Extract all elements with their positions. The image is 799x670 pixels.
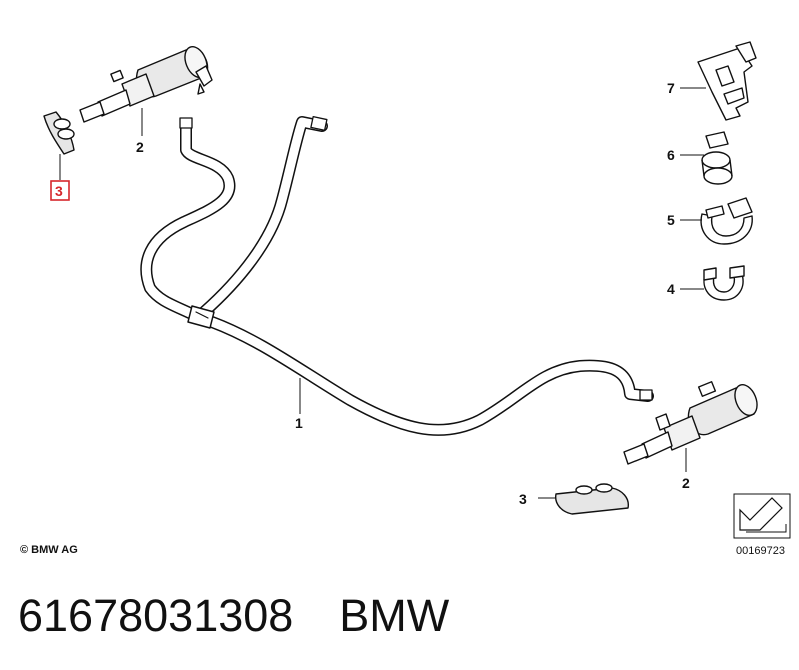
- callout-6: 6: [667, 147, 675, 163]
- callout-3-highlight-box: [50, 180, 70, 201]
- clip-part-5: [700, 197, 753, 245]
- callout-3-lower: 3: [519, 491, 527, 507]
- nozzle-cover-lower: [555, 483, 629, 515]
- clip-part-4: [703, 265, 745, 301]
- view-arrow-icon: [739, 497, 783, 531]
- washer-nozzle-upper: [79, 45, 213, 123]
- callout-7: 7: [667, 80, 675, 96]
- callout-2-upper: 2: [136, 139, 144, 155]
- clip-part-6: [701, 131, 733, 185]
- copyright-text: © BMW AG: [20, 544, 78, 556]
- hose-assembly: [140, 116, 654, 436]
- part-number: 61678031308: [18, 590, 294, 641]
- callout-2-lower: 2: [682, 475, 690, 491]
- leader-lines: [59, 87, 706, 499]
- drawing-reference-box: 00169723: [733, 493, 791, 557]
- drawing-number: 00169723: [736, 545, 785, 557]
- callout-3-upper: 3: [55, 183, 63, 199]
- brand-name: BMW: [339, 590, 450, 641]
- part-caption: 61678031308 BMW: [18, 588, 798, 644]
- callout-1: 1: [295, 415, 303, 431]
- washer-nozzle-lower: [623, 381, 758, 465]
- bracket-part-7: [697, 41, 757, 121]
- nozzle-cover-upper: [43, 111, 75, 155]
- callout-5: 5: [667, 212, 675, 228]
- callout-4: 4: [667, 281, 675, 297]
